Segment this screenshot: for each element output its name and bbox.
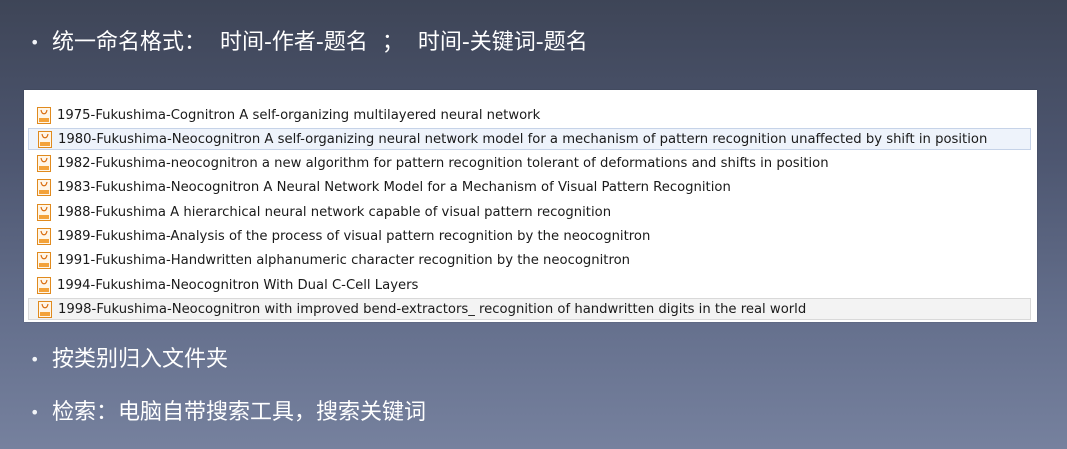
pdf-file-icon xyxy=(37,179,51,197)
file-name: 1980-Fukushima-Neocognitron A self-organ… xyxy=(58,131,988,147)
file-row[interactable]: 1994-Fukushima-Neocognitron With Dual C-… xyxy=(24,274,1037,296)
pdf-file-icon xyxy=(37,106,51,124)
file-name: 1998-Fukushima-Neocognitron with improve… xyxy=(58,301,807,317)
pdf-file-icon xyxy=(37,203,51,221)
file-row[interactable]: 1982-Fukushima-neocognitron a new algori… xyxy=(24,153,1037,175)
bullet-dot: • xyxy=(30,33,40,52)
file-explorer-list-panel: 1975-Fukushima-Cognitron A self-organizi… xyxy=(24,90,1037,322)
file-list: 1975-Fukushima-Cognitron A self-organizi… xyxy=(24,104,1037,323)
file-name: 1988-Fukushima A hierarchical neural net… xyxy=(57,204,612,220)
pdf-file-icon xyxy=(37,227,51,245)
file-row-hover[interactable]: 1998-Fukushima-Neocognitron with improve… xyxy=(28,298,1031,321)
file-row[interactable]: 1975-Fukushima-Cognitron A self-organizi… xyxy=(24,104,1037,126)
bullet-search: • 检索：电脑自带搜索工具，搜索关键词 xyxy=(30,399,426,427)
file-row[interactable]: 1983-Fukushima-Neocognitron A Neural Net… xyxy=(24,177,1037,199)
pdf-file-icon xyxy=(37,276,51,294)
file-name: 1989-Fukushima-Analysis of the process o… xyxy=(57,228,651,244)
file-name: 1994-Fukushima-Neocognitron With Dual C-… xyxy=(57,277,419,293)
file-row-selected[interactable]: 1980-Fukushima-Neocognitron A self-organ… xyxy=(28,128,1031,151)
file-name: 1991-Fukushima-Handwritten alphanumeric … xyxy=(57,253,631,269)
file-row[interactable]: 1989-Fukushima-Analysis of the process o… xyxy=(24,225,1037,247)
file-row[interactable]: 1991-Fukushima-Handwritten alphanumeric … xyxy=(24,250,1037,272)
bullet-naming-format: • 统一命名格式： 时间-作者-题名 ； 时间-关键词-题名 xyxy=(30,29,588,57)
bullet-dot: • xyxy=(30,403,40,422)
pdf-file-icon xyxy=(37,252,51,270)
pdf-file-icon xyxy=(37,155,51,173)
bullet-dot: • xyxy=(30,350,40,369)
file-name: 1983-Fukushima-Neocognitron A Neural Net… xyxy=(57,180,731,196)
search-text: 检索：电脑自带搜索工具，搜索关键词 xyxy=(52,400,427,425)
naming-format-text: 统一命名格式： 时间-作者-题名 ； 时间-关键词-题名 xyxy=(52,30,588,55)
pdf-file-icon xyxy=(38,300,52,318)
bullet-folders: • 按类别归入文件夹 xyxy=(30,346,228,374)
folders-text: 按类别归入文件夹 xyxy=(52,347,229,372)
file-name: 1982-Fukushima-neocognitron a new algori… xyxy=(57,156,829,172)
pdf-file-icon xyxy=(38,130,52,148)
file-row[interactable]: 1988-Fukushima A hierarchical neural net… xyxy=(24,201,1037,223)
file-name: 1975-Fukushima-Cognitron A self-organizi… xyxy=(57,107,541,123)
